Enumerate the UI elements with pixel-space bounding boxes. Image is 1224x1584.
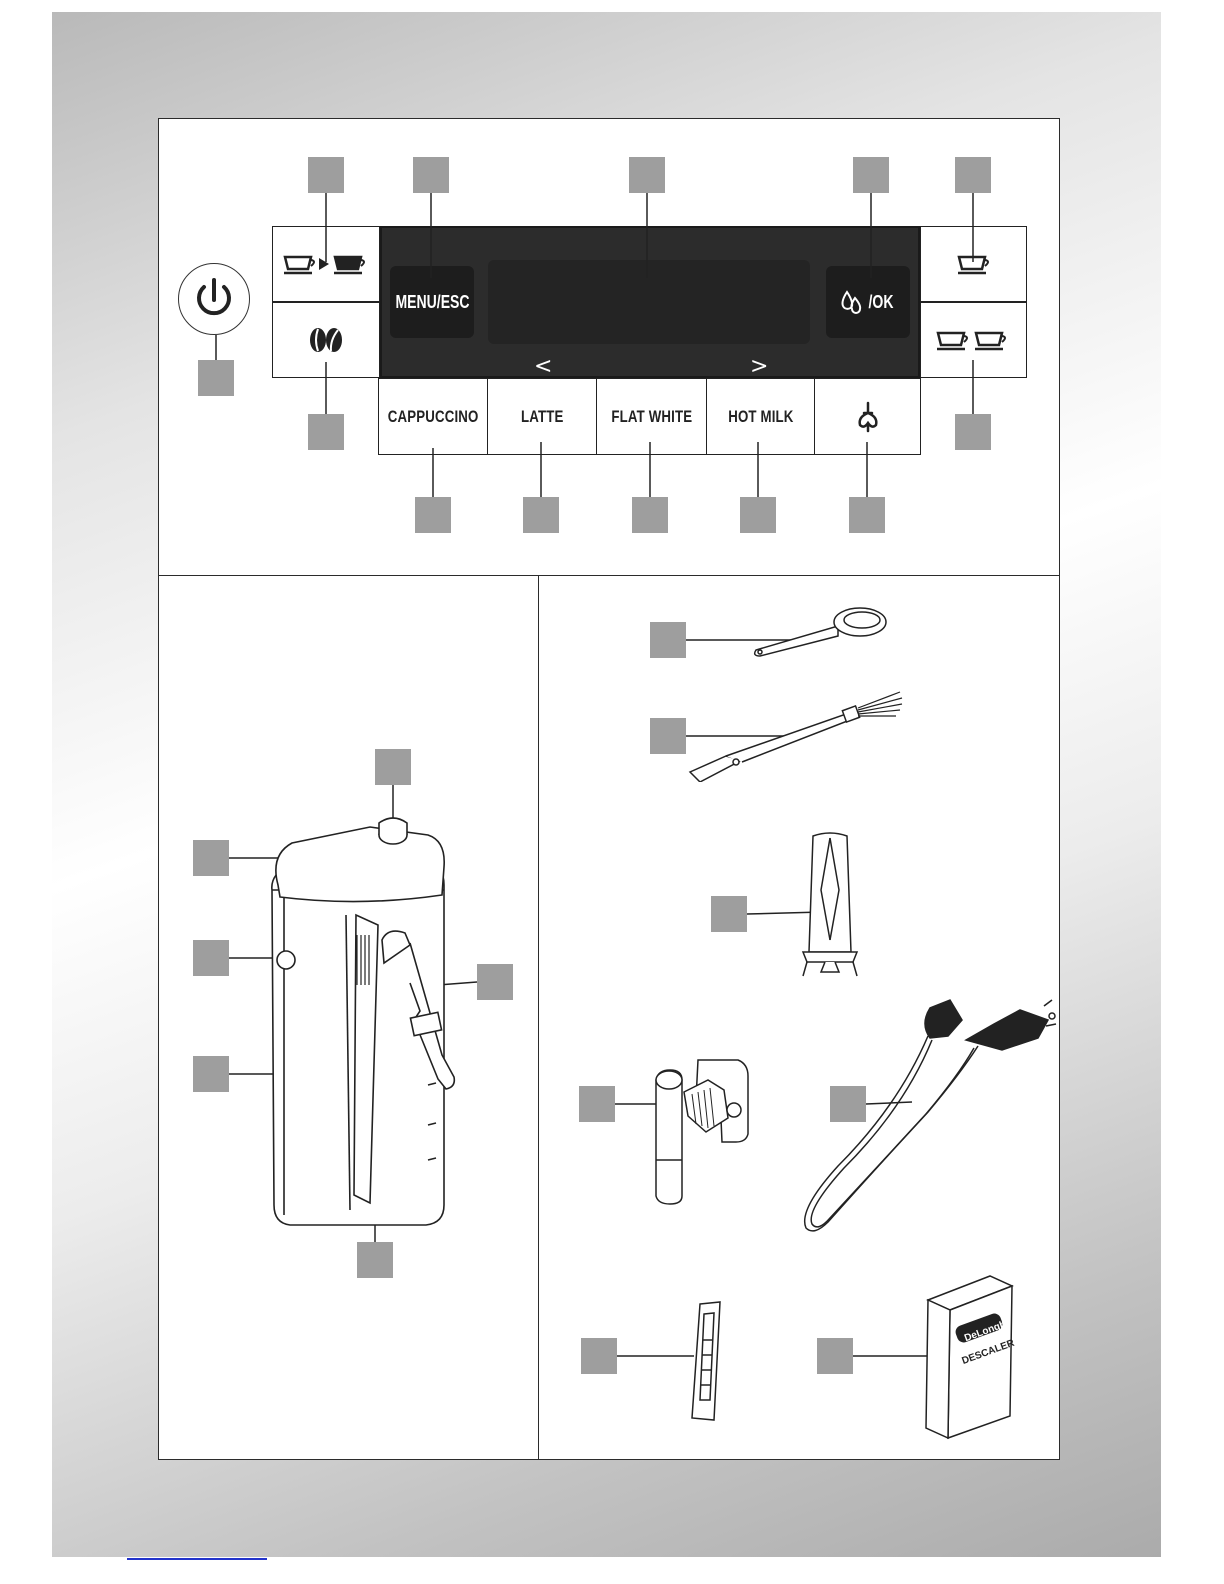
flat-white-button[interactable]: FLAT WHITE: [596, 378, 707, 455]
measuring-scoop-illustration: [750, 600, 890, 662]
callout-marker: [849, 497, 885, 533]
callout-marker: [817, 1338, 853, 1374]
single-cup-button[interactable]: [920, 226, 1027, 302]
callout-marker: [357, 1242, 393, 1278]
menu-esc-button[interactable]: MENU/ESC: [390, 266, 474, 338]
callout-marker: [955, 414, 991, 450]
cleaning-brush-illustration: [686, 686, 906, 782]
callout-marker: [650, 622, 686, 658]
callout-marker: [415, 497, 451, 533]
single-cup-icon: [954, 249, 994, 279]
steam-icon: [850, 399, 886, 435]
callout-marker: [308, 414, 344, 450]
water-drops-icon: [839, 288, 863, 316]
callout-marker: [740, 497, 776, 533]
callout-marker: [629, 157, 665, 193]
callout-marker: [198, 360, 234, 396]
steam-button[interactable]: [814, 378, 921, 455]
power-button[interactable]: [178, 263, 250, 335]
callout-marker: [193, 940, 229, 976]
double-cup-button[interactable]: [920, 302, 1027, 378]
callout-marker: [650, 718, 686, 754]
double-cup-icon: [934, 325, 1014, 355]
milk-container-illustration: [260, 815, 460, 1235]
cup-to-cup-icon: [281, 249, 371, 279]
arrow-right-button[interactable]: >: [750, 356, 768, 378]
hot-water-spout-illustration: [648, 1050, 758, 1206]
callout-marker: [853, 157, 889, 193]
power-cable-illustration: [798, 996, 1060, 1236]
cappuccino-label: CAPPUCCINO: [388, 407, 479, 427]
callout-marker: [579, 1086, 615, 1122]
latte-button[interactable]: LATTE: [487, 378, 597, 455]
water-filter-illustration: [795, 830, 865, 980]
callout-marker: [477, 964, 513, 1000]
ok-label: /OK: [869, 292, 894, 313]
aroma-button[interactable]: [272, 226, 380, 302]
descaler-box-illustration: DeLonghi DESCALER: [920, 1272, 1020, 1442]
cappuccino-button[interactable]: CAPPUCCINO: [378, 378, 488, 455]
coffee-beans-button[interactable]: [272, 302, 380, 378]
section-divider-horizontal: [158, 575, 1060, 576]
callout-marker: [632, 497, 668, 533]
arrow-left-button[interactable]: <: [534, 356, 552, 378]
section-divider-vertical: [538, 575, 539, 1460]
ok-button[interactable]: /OK: [826, 266, 910, 338]
display-screen: [488, 260, 810, 344]
footer-link-underline: [127, 1558, 267, 1560]
flat-white-label: FLAT WHITE: [611, 407, 692, 427]
callout-marker: [413, 157, 449, 193]
latte-label: LATTE: [521, 407, 564, 427]
test-strip-illustration: [686, 1300, 726, 1422]
hot-milk-button[interactable]: HOT MILK: [706, 378, 815, 455]
callout-marker: [308, 157, 344, 193]
callout-marker: [711, 896, 747, 932]
hot-milk-label: HOT MILK: [728, 407, 793, 427]
menu-esc-label: MENU/ESC: [395, 292, 469, 313]
callout-marker: [581, 1338, 617, 1374]
callout-marker: [523, 497, 559, 533]
callout-marker: [193, 1056, 229, 1092]
callout-marker: [375, 749, 411, 785]
callout-marker: [193, 840, 229, 876]
power-icon: [179, 264, 249, 334]
callout-marker: [955, 157, 991, 193]
coffee-beans-icon: [301, 325, 351, 355]
